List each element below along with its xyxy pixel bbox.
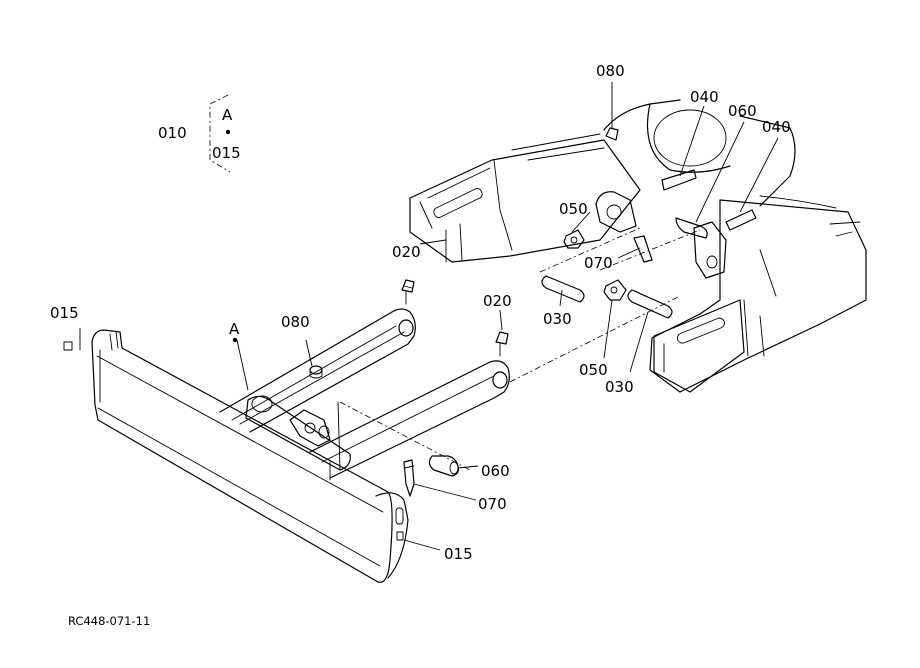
callout-070-bottom[interactable]: 070 <box>478 495 507 513</box>
callout-050-b[interactable]: 050 <box>579 361 608 379</box>
callout-040-a[interactable]: 040 <box>690 88 719 106</box>
leader-lines <box>63 82 779 551</box>
callout-030-b[interactable]: 030 <box>605 378 634 396</box>
callout-050-a[interactable]: 050 <box>559 200 588 218</box>
bolt-070-loose <box>403 459 415 497</box>
callout-080-frame[interactable]: 080 <box>281 313 310 331</box>
callout-070-top[interactable]: 070 <box>584 254 613 272</box>
callout-060-bottom[interactable]: 060 <box>481 462 510 480</box>
callout-040-b[interactable]: 040 <box>762 118 791 136</box>
tractor-frame <box>409 99 867 393</box>
callout-020-top[interactable]: 020 <box>392 243 421 261</box>
callout-060-top[interactable]: 060 <box>728 102 757 120</box>
blade-letter-a: A <box>229 320 240 338</box>
callout-080-top[interactable]: 080 <box>596 62 625 80</box>
callout-010[interactable]: 010 <box>158 124 187 142</box>
callout-labels: 080 040 060 040 050 020 070 015 A 080 02… <box>50 62 791 628</box>
dozer-blade-assembly <box>91 279 681 583</box>
callout-020-left-arm[interactable]: 020 <box>483 292 512 310</box>
upper-loose-parts <box>539 227 701 319</box>
callout-015-left[interactable]: 015 <box>50 304 79 322</box>
legend-letter-a: A <box>222 106 233 124</box>
callout-030-a[interactable]: 030 <box>543 310 572 328</box>
assembly-legend: 010 A 015 <box>158 94 241 173</box>
drawing-code: RC448-071-11 <box>68 614 150 628</box>
blade-frame <box>219 279 510 481</box>
callout-015-bottom[interactable]: 015 <box>444 545 473 563</box>
pin-060-loose <box>428 455 459 477</box>
callout-015-legend[interactable]: 015 <box>212 144 241 162</box>
blade <box>91 329 409 583</box>
